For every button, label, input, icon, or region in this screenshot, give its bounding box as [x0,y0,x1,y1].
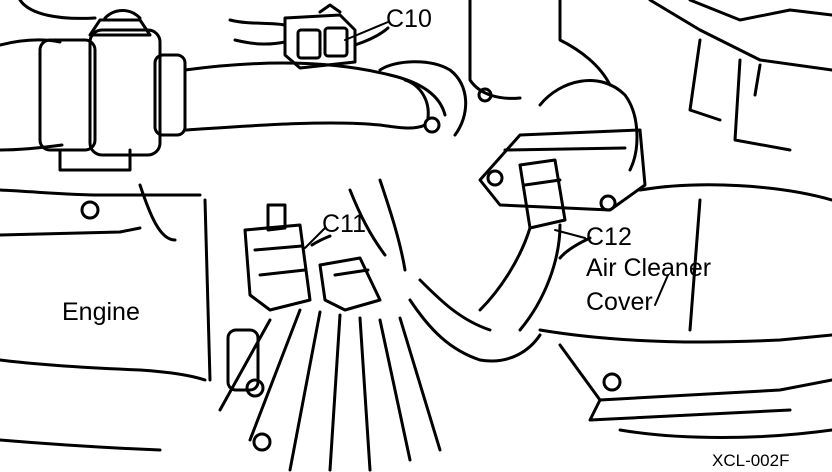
label-c11: C11 [322,210,366,238]
engine-outline [0,183,212,452]
upper-left-hose-fitting [0,0,187,172]
label-air-cleaner: Air Cleaner [586,254,711,282]
leader-lines [304,21,669,306]
label-c10: C10 [386,5,432,33]
upper-air-hose [183,60,468,137]
connector-c11 [243,203,382,312]
spark-plug-wires [218,178,542,472]
label-engine: Engine [62,298,140,326]
label-c12: C12 [586,223,632,251]
air-cleaner-cover [538,183,832,439]
air-cleaner-housing [468,0,832,212]
connector-c10 [228,3,390,70]
figure-code: XCL-002F [712,451,789,470]
label-cover: Cover [586,288,653,316]
connector-c12 [478,158,592,332]
